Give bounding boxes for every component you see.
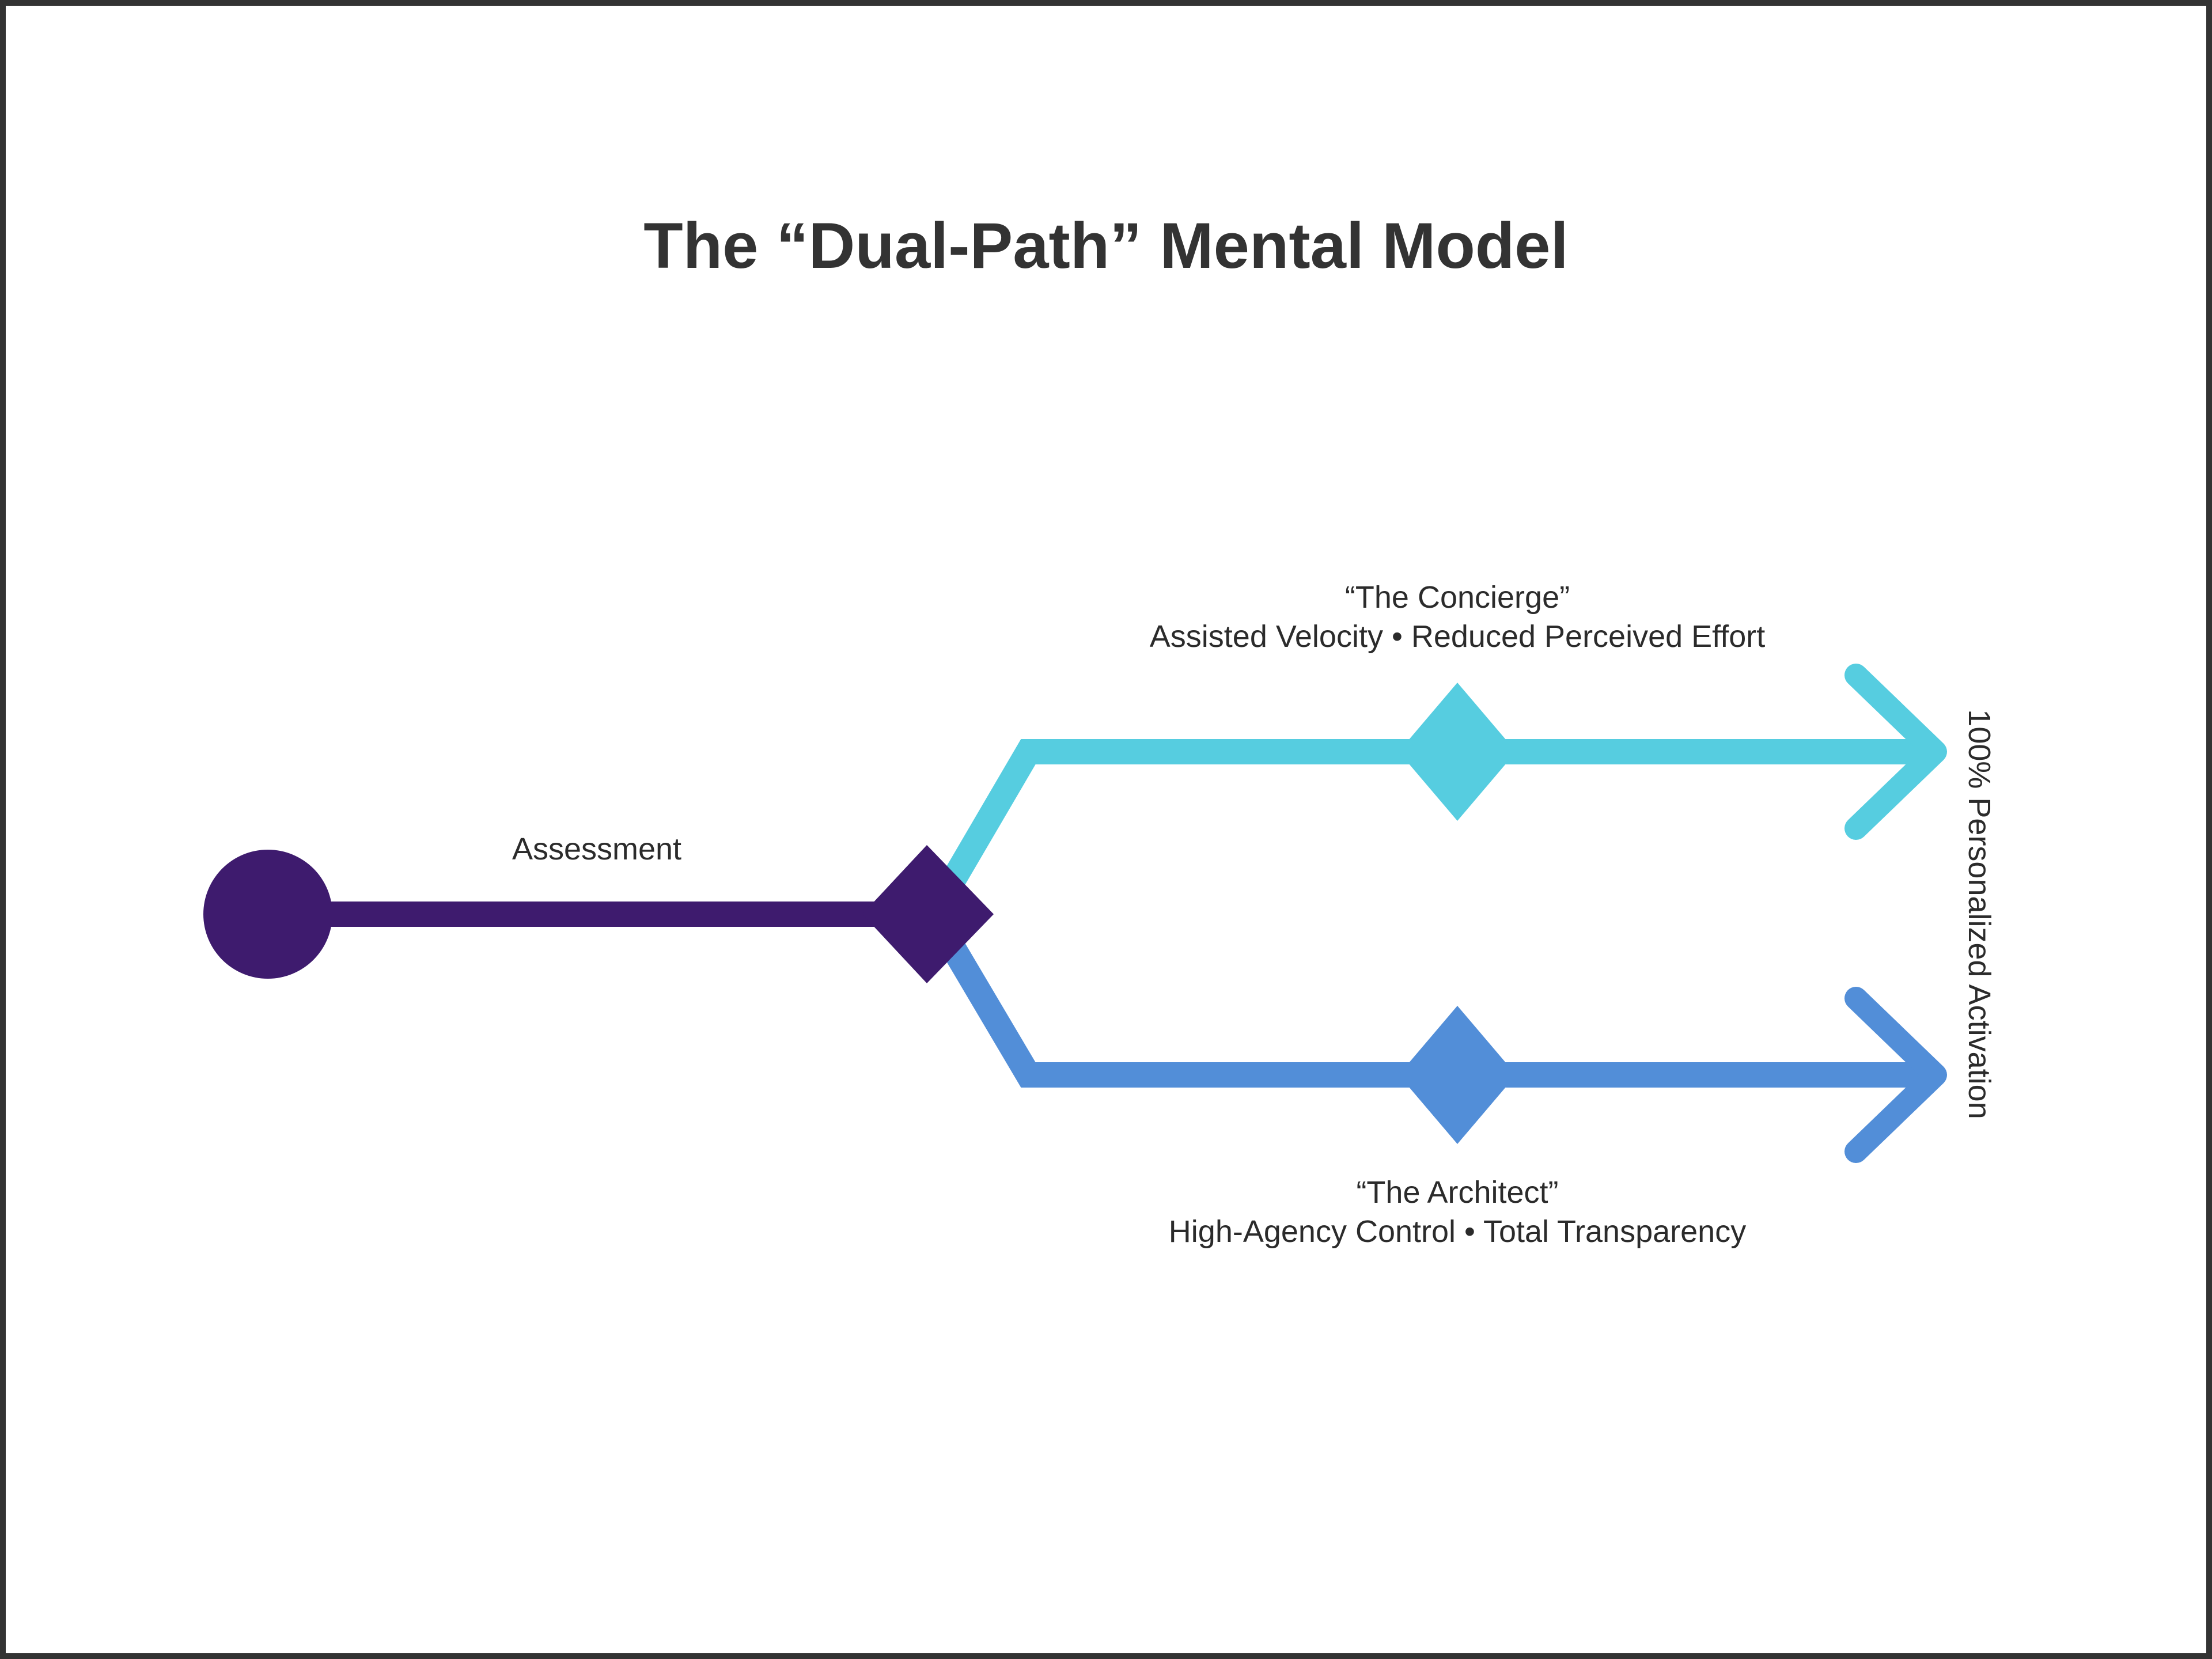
start-node-circle bbox=[203, 850, 332, 979]
split-decision-diamond bbox=[862, 845, 994, 983]
assessment-label: Assessment bbox=[512, 832, 681, 866]
concierge-description-label: Assisted Velocity • Reduced Perceived Ef… bbox=[1150, 619, 1765, 654]
architect-description-label: High-Agency Control • Total Transparency bbox=[1169, 1214, 1746, 1249]
concierge-arrowhead-icon bbox=[1844, 664, 1947, 840]
architect-milestone-diamond bbox=[1399, 1006, 1516, 1144]
concierge-path-line bbox=[922, 739, 1927, 921]
architect-path-line bbox=[922, 907, 1927, 1088]
architect-name-label: “The Architect” bbox=[1356, 1175, 1558, 1210]
concierge-name-label: “The Concierge” bbox=[1345, 580, 1570, 615]
concierge-milestone-diamond bbox=[1399, 683, 1516, 821]
outcome-label: 100% Personalized Activation bbox=[1962, 709, 1997, 1119]
architect-arrowhead-icon bbox=[1844, 987, 1947, 1163]
diagram-title: The “Dual-Path” Mental Model bbox=[643, 210, 1568, 282]
